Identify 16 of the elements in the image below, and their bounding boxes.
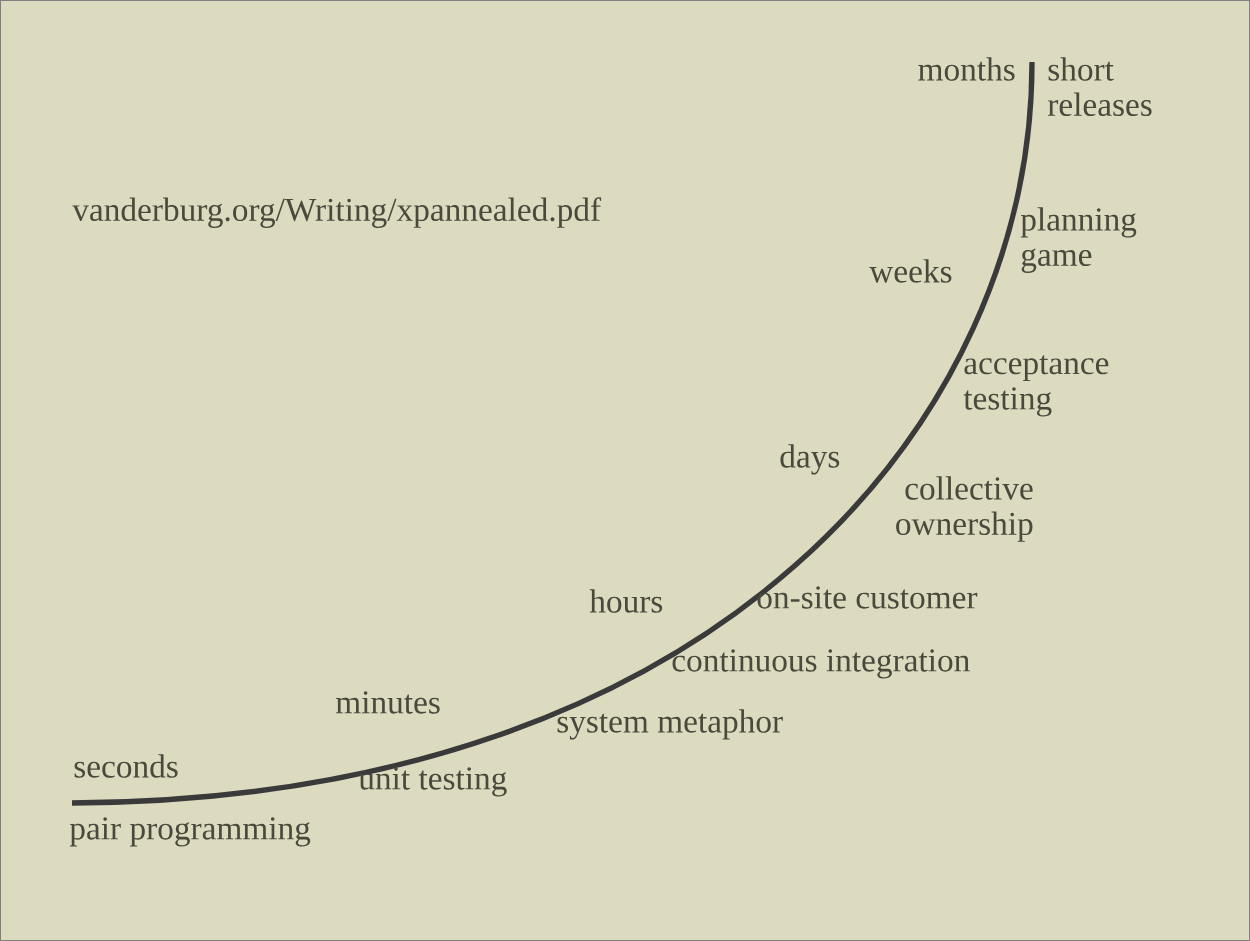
practice-label: system metaphor — [557, 709, 783, 740]
time-label: days — [780, 444, 840, 475]
practice-label: on-site customer — [757, 586, 978, 609]
practice-label: collective ownership — [896, 476, 1033, 542]
time-label: hours — [589, 589, 663, 613]
source-url: vanderburg.org/Writing/xpannealed.pdf — [72, 197, 602, 228]
practice-label: unit testing — [358, 767, 507, 797]
practice-label: short releases — [1047, 57, 1152, 117]
time-label: weeks — [869, 259, 952, 283]
practice-label: acceptance testing — [963, 355, 1109, 417]
practice-label: planning game — [1020, 207, 1137, 273]
time-label: months — [918, 57, 1015, 81]
practice-label: continuous integration — [672, 649, 970, 679]
practice-label: pair programming — [69, 817, 311, 847]
time-label: seconds — [74, 754, 178, 778]
time-label: minutes — [335, 691, 440, 714]
